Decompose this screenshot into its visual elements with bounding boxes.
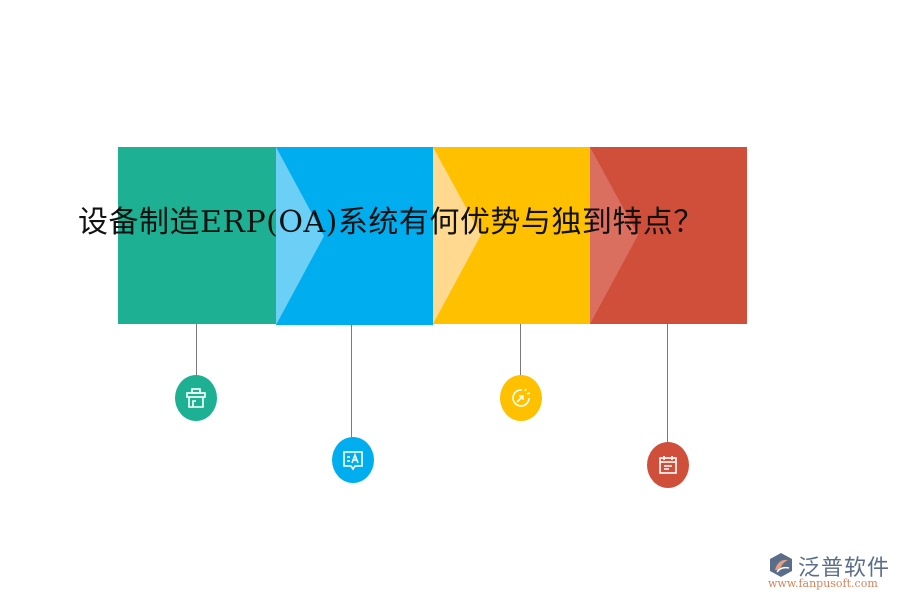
step-2-connector <box>351 325 352 437</box>
step-1-block <box>118 147 276 324</box>
step-3-arrow <box>433 147 481 324</box>
step-4-block <box>590 147 747 324</box>
brand-name: 泛普软件 <box>798 556 891 581</box>
step-1-icon-circle <box>175 375 217 421</box>
translate-chat-icon <box>343 451 363 471</box>
step-1-connector <box>196 324 197 377</box>
briefcase-icon <box>186 388 206 408</box>
step-4-icon-circle <box>647 442 689 488</box>
calendar-icon <box>659 456 677 474</box>
step-4-arrow <box>590 147 638 324</box>
brand-url: www.fanpusoft.com <box>768 577 878 590</box>
growth-arrow-icon <box>512 388 531 407</box>
brand-logo: 泛普软件 www.fanpusoft.com <box>768 552 892 592</box>
step-3-block <box>433 147 590 324</box>
fanpu-logo-icon <box>770 553 792 577</box>
step-2-icon-circle <box>332 437 374 483</box>
step-3-icon-circle <box>500 375 542 421</box>
step-4-connector <box>667 324 668 442</box>
step-3-connector <box>520 324 521 377</box>
step-2-arrow <box>276 147 324 325</box>
step-2-block <box>276 147 433 325</box>
page-title: 设备制造ERP(OA)系统有何优势与独到特点？ <box>78 205 704 240</box>
